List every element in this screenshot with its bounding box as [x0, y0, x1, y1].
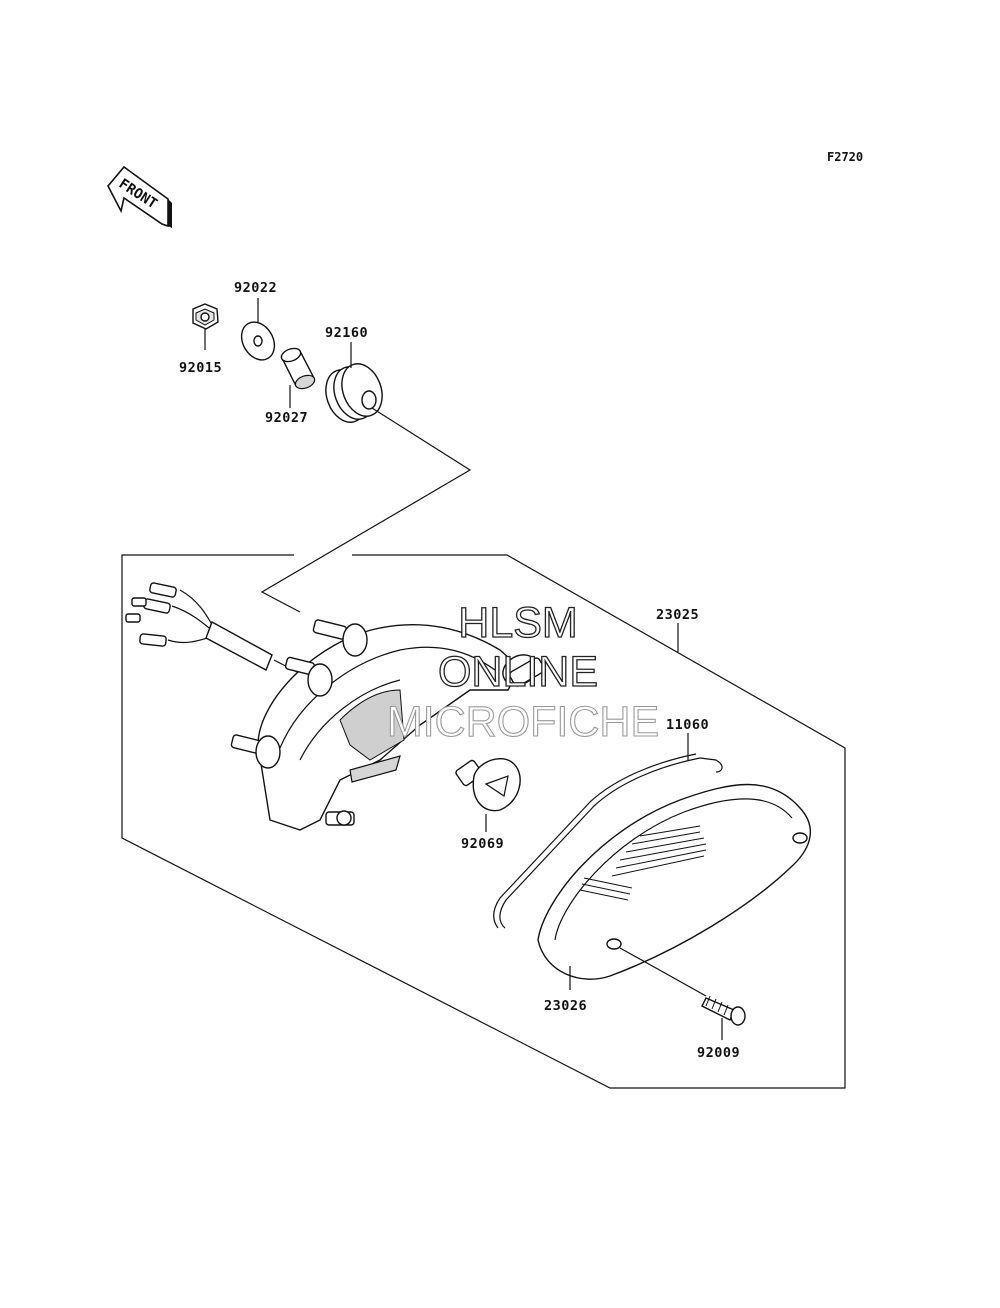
wiring-harness	[125, 582, 321, 685]
tail-light-housing	[230, 619, 545, 831]
part-92027-collar	[280, 347, 316, 408]
part-92160-grommet	[325, 342, 383, 423]
watermark-line2: ONLINE	[438, 648, 598, 696]
leader-92160	[260, 407, 472, 613]
watermark: HLSM ONLINE MICROFICHE	[386, 598, 659, 746]
part-92015-nut	[192, 303, 219, 350]
part-label-92015: 92015	[179, 360, 222, 376]
part-label-92027: 92027	[265, 410, 308, 426]
part-label-92009: 92009	[697, 1045, 740, 1061]
figure-code: F2720	[827, 150, 863, 164]
front-arrow-icon: FRONT	[107, 165, 172, 228]
part-92009-screw	[619, 947, 746, 1040]
part-23026-lens	[537, 783, 811, 990]
part-92069-bulb	[455, 758, 521, 832]
part-label-92022: 92022	[234, 280, 277, 296]
part-label-11060: 11060	[666, 717, 709, 733]
part-label-23025: 23025	[656, 607, 699, 623]
watermark-line1: HLSM	[458, 599, 577, 647]
watermark-line3: MICROFICHE	[387, 698, 659, 746]
part-label-92069: 92069	[461, 836, 504, 852]
part-label-92160: 92160	[325, 325, 368, 341]
part-11060-gasket	[493, 733, 723, 929]
assembly-box-23025	[121, 554, 846, 1089]
part-label-23026: 23026	[544, 998, 587, 1014]
part-92022-washer	[240, 298, 276, 361]
lens-reflector-ribs	[579, 825, 707, 901]
